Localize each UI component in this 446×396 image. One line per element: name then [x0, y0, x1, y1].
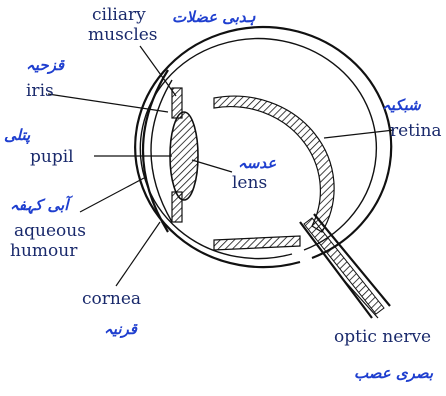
label-lens: lens [232, 173, 267, 193]
label-optic-nerve-urdu: بصری عصب [354, 364, 434, 382]
label-aqueous-urdu: آبی کہفہ [10, 195, 73, 214]
label-pupil: pupil [30, 147, 74, 167]
label-ciliary-urdu: ہدبی عضلات [172, 8, 256, 26]
leader-iris [48, 94, 168, 112]
label-optic-nerve: optic nerve [334, 327, 431, 347]
leader-aqueous [80, 178, 144, 212]
leader-retina [324, 130, 394, 138]
label-cornea-urdu: قرنیہ [104, 320, 138, 338]
retina-band-lower [214, 236, 300, 250]
label-iris: iris [26, 81, 54, 101]
label-aqueous-line1: aqueous [14, 221, 86, 241]
label-cornea: cornea [82, 289, 141, 309]
optic-nerve-hatch [304, 218, 384, 314]
label-iris-urdu: قزحیہ [26, 56, 65, 74]
label-aqueous-line2: humour [10, 241, 78, 261]
lens-shape [170, 112, 198, 200]
label-pupil-urdu: پتلی [4, 126, 31, 144]
label-retina: retina [390, 121, 442, 141]
label-ciliary-line1: ciliary [92, 5, 146, 25]
label-ciliary-line2: muscles [88, 25, 158, 45]
label-retina-urdu: شبکیہ [382, 96, 422, 114]
leader-cornea [116, 222, 160, 286]
label-lens-urdu: عدسہ [238, 154, 276, 172]
